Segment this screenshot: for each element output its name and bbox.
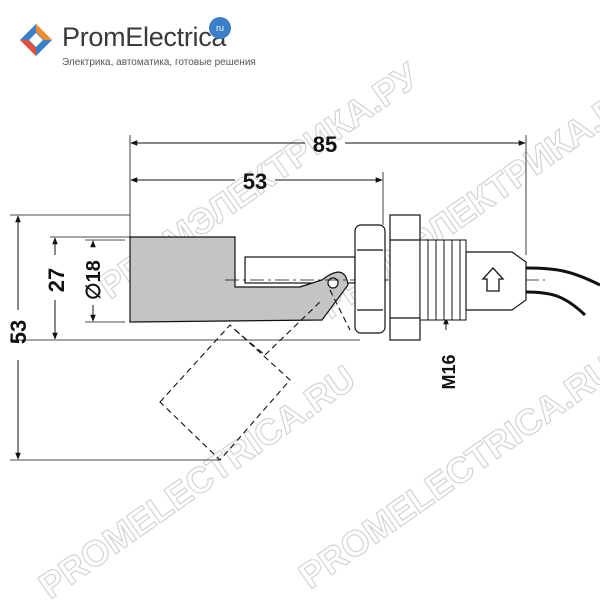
- dim-total-height: 53: [6, 320, 31, 344]
- pivot-pin: [327, 277, 339, 289]
- logo-badge: ru: [209, 17, 231, 39]
- threaded-body: [419, 239, 467, 321]
- logo-tagline: Электрика, автоматика, готовые решения: [62, 57, 256, 68]
- extension-lines: [10, 135, 527, 461]
- dim-thread: M16: [439, 354, 459, 389]
- logo-icon: [20, 24, 52, 56]
- dim-body-length: 53: [243, 169, 267, 194]
- dim-float-height: 27: [44, 268, 69, 292]
- float-tilted-outline: [159, 289, 351, 461]
- dimension-lines: [15, 140, 526, 460]
- logo-name: PromElectrica: [62, 22, 227, 52]
- mounting-nut: [354, 214, 421, 341]
- dim-overall-length: 85: [313, 132, 337, 157]
- up-arrow-icon: [481, 267, 505, 292]
- cables: [525, 266, 600, 317]
- dim-float-diameter: ∅18: [83, 260, 105, 300]
